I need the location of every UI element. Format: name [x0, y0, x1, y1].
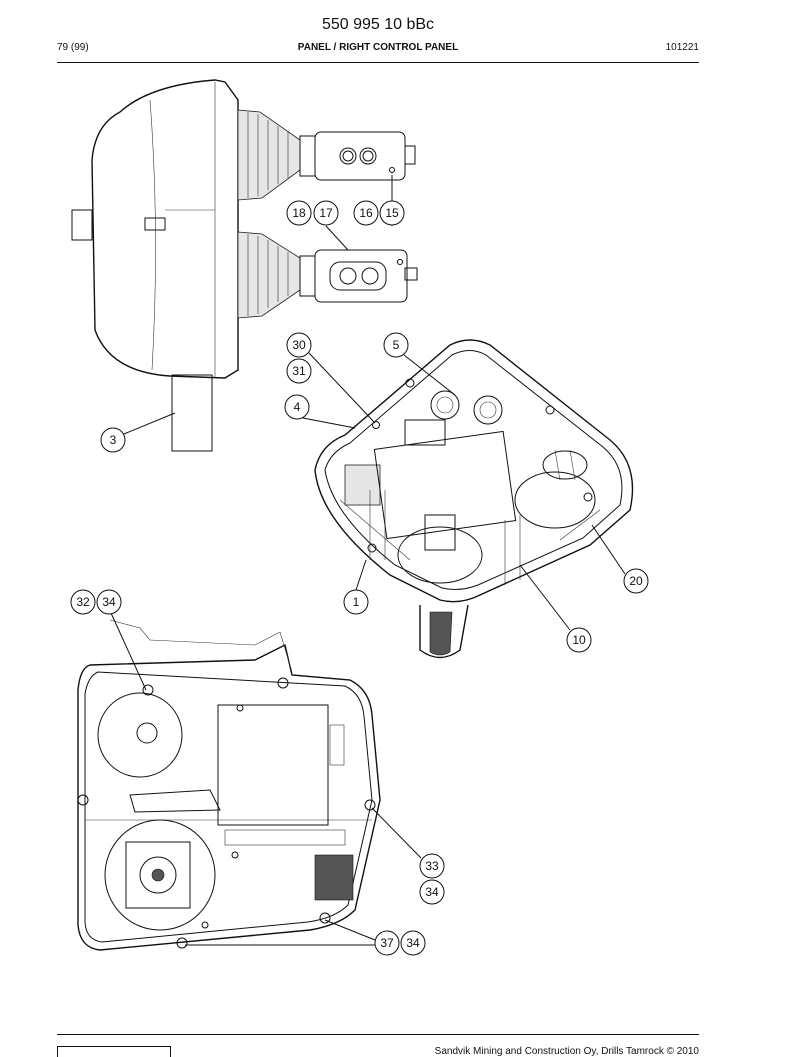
callout-label: 4 — [294, 400, 301, 414]
callout-3: 3 — [100, 427, 126, 453]
footer-rule — [57, 1034, 699, 1035]
callout-label: 15 — [385, 206, 399, 220]
callout-10: 10 — [566, 627, 592, 653]
upper-joystick — [237, 109, 416, 201]
callout-label: 32 — [76, 595, 90, 609]
callout-32: 32 — [70, 589, 96, 615]
callout-label: 18 — [292, 206, 306, 220]
company-logo — [57, 1046, 171, 1057]
section-title: PANEL / RIGHT CONTROL PANEL — [297, 42, 459, 53]
callout-34: 34 — [400, 930, 426, 956]
callout-1: 1 — [343, 589, 369, 615]
callout-34: 34 — [419, 879, 445, 905]
callout-label: 3 — [110, 433, 117, 447]
callout-label: 31 — [292, 364, 306, 378]
callout-label: 16 — [359, 206, 373, 220]
callout-15: 15 — [379, 200, 405, 226]
callout-label: 34 — [102, 595, 116, 609]
callout-label: 33 — [425, 859, 439, 873]
open-housing-top-view — [77, 619, 381, 951]
callout-label: 30 — [292, 338, 306, 352]
document-number: 550 995 10 bBc — [321, 16, 435, 33]
callout-4: 4 — [284, 394, 310, 420]
callout-label: 34 — [406, 936, 420, 950]
page-number: 79 (99) — [57, 42, 89, 53]
callout-20: 20 — [623, 568, 649, 594]
callout-label: 1 — [353, 595, 360, 609]
callout-31: 31 — [286, 358, 312, 384]
callout-34: 34 — [96, 589, 122, 615]
lower-joystick — [237, 231, 418, 319]
callout-label: 37 — [380, 936, 394, 950]
header-rule — [57, 62, 699, 63]
callout-5: 5 — [383, 332, 409, 358]
callout-label: 5 — [393, 338, 400, 352]
revision-code: 101221 — [665, 42, 699, 53]
callout-label: 34 — [425, 885, 439, 899]
side-view-assembly — [71, 79, 418, 452]
callout-37: 37 — [374, 930, 400, 956]
footer-copyright: Sandvik Mining and Construction Oy, Dril… — [434, 1046, 699, 1057]
leader-lines — [110, 175, 626, 946]
callout-30: 30 — [286, 332, 312, 358]
callout-16: 16 — [353, 200, 379, 226]
callout-label: 20 — [629, 574, 643, 588]
callout-17: 17 — [313, 200, 339, 226]
callout-18: 18 — [286, 200, 312, 226]
open-housing-perspective — [314, 339, 634, 659]
callout-label: 10 — [572, 633, 586, 647]
callout-33: 33 — [419, 853, 445, 879]
callout-label: 17 — [319, 206, 333, 220]
